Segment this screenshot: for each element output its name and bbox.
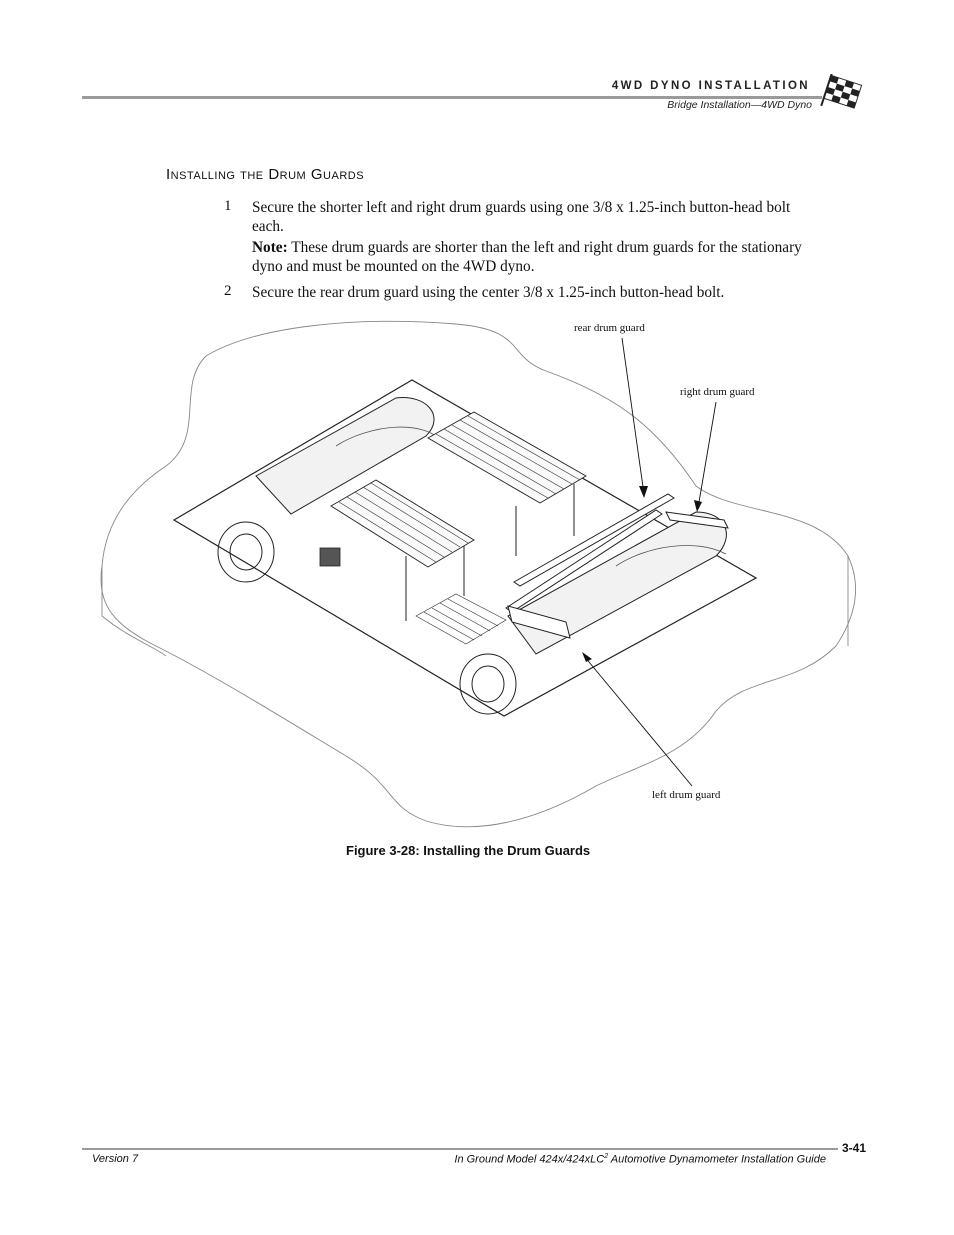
footer-version: Version 7 [92,1153,139,1165]
callout-rear-drum-guard: rear drum guard [574,322,645,334]
figure-caption: Figure 3-28: Installing the Drum Guards [346,843,591,858]
guide-title-prefix: In Ground Model 424x/424xLC [454,1153,605,1166]
step-text: Secure the rear drum guard using the cen… [252,284,725,301]
step-number: 1 [224,198,232,214]
running-header-title: 4WD DYNO INSTALLATION [611,80,810,92]
section-title: Installing the Drum Guards [166,166,365,183]
running-header-subtitle: Bridge Installation—4WD Dyno [667,99,812,111]
footer-rule [82,1148,838,1150]
drum-guards-illustration [100,320,857,828]
guide-title-suffix: Automotive Dynamometer Installation Guid… [608,1153,826,1166]
header-rule [82,96,822,99]
note-label: Note: [252,239,288,256]
page-number: 3-41 [842,1141,867,1155]
checkered-flag-icon [820,74,863,109]
footer-guide-title: In Ground Model 424x/424xLC2 Automotive … [360,1153,826,1166]
guide-title-superscript: 2 [604,1153,609,1160]
step-number: 2 [224,283,232,299]
note-text: These drum guards are shorter than the l… [252,239,802,275]
step-text: Secure the shorter left and right drum g… [252,199,791,235]
callout-right-drum-guard: right drum guard [680,386,755,398]
step-note: Note: These drum guards are shorter than… [252,238,822,276]
callout-left-drum-guard: left drum guard [652,789,721,801]
